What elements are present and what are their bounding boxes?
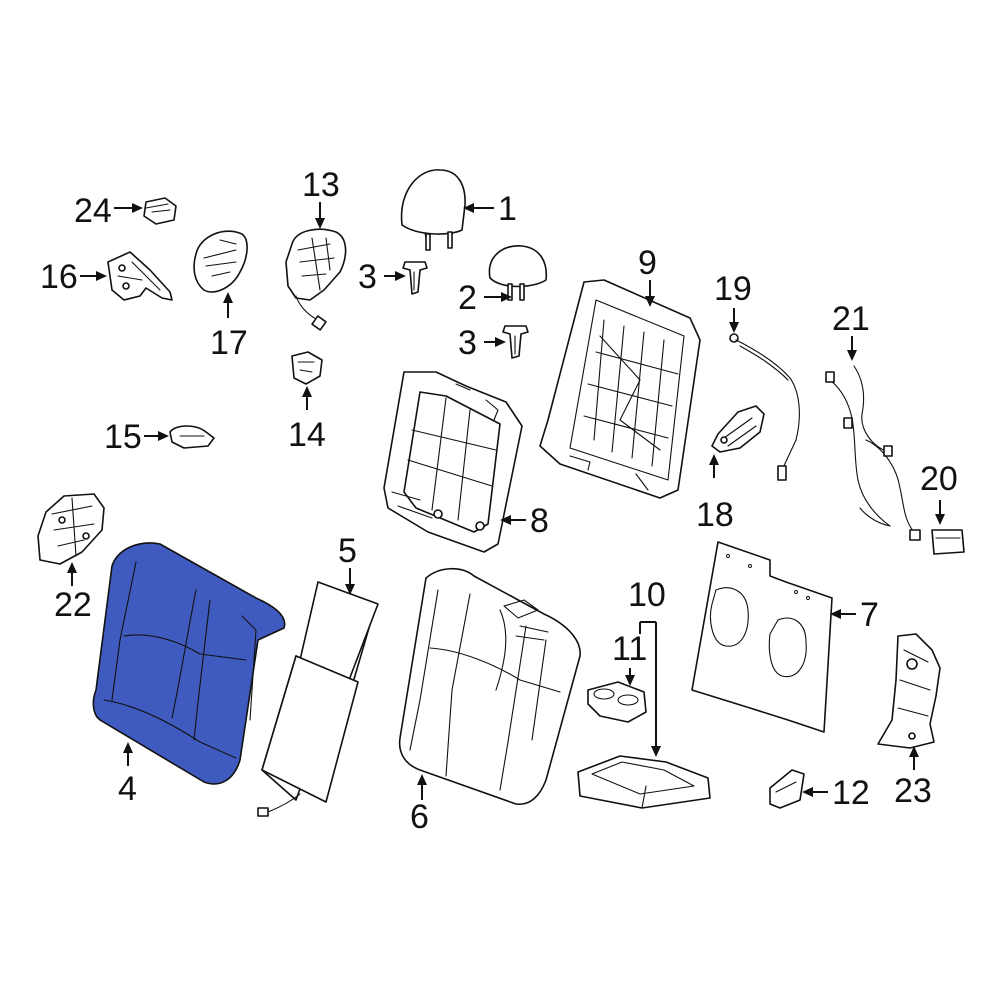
svg-text:16: 16	[40, 258, 78, 296]
svg-text:3: 3	[458, 324, 477, 362]
svg-text:3: 3	[358, 258, 377, 296]
callout-17: 17	[210, 292, 248, 362]
callout-14: 14	[288, 386, 326, 454]
part-9-seatback-panel[interactable]	[539, 279, 701, 499]
part-3-guide-lower[interactable]	[502, 325, 529, 359]
part-4-seatback-cover[interactable]	[92, 542, 286, 785]
svg-text:7: 7	[860, 596, 879, 634]
callout-2: 2	[458, 279, 512, 317]
callout-4: 4	[118, 742, 137, 808]
callout-6: 6	[410, 774, 429, 836]
svg-text:23: 23	[894, 772, 932, 810]
svg-text:18: 18	[696, 496, 734, 534]
part-19-cable[interactable]	[729, 333, 800, 481]
callout-11: 11	[612, 630, 647, 686]
svg-text:8: 8	[530, 502, 549, 540]
part-12-trim[interactable]	[769, 769, 805, 809]
svg-text:5: 5	[338, 532, 357, 570]
svg-text:20: 20	[920, 460, 958, 498]
part-10-armrest[interactable]	[577, 755, 711, 809]
callout-15: 15	[104, 418, 169, 456]
callout-23: 23	[894, 746, 932, 810]
callout-1: 1	[463, 190, 517, 228]
part-2-headrest[interactable]	[488, 245, 548, 301]
svg-text:15: 15	[104, 418, 142, 456]
svg-text:4: 4	[118, 770, 137, 808]
part-16-hinge-bracket[interactable]	[107, 251, 173, 301]
callout-7: 7	[830, 596, 879, 634]
part-15-cap[interactable]	[169, 425, 215, 449]
part-24-clip[interactable]	[143, 197, 177, 225]
svg-text:14: 14	[288, 416, 326, 454]
svg-text:11: 11	[612, 630, 647, 668]
svg-text:17: 17	[210, 324, 248, 362]
svg-text:12: 12	[832, 774, 870, 812]
callout-8: 8	[500, 502, 549, 540]
svg-text:2: 2	[458, 279, 477, 317]
svg-text:10: 10	[628, 576, 666, 614]
svg-text:1: 1	[498, 190, 517, 228]
part-23-side-bracket[interactable]	[877, 633, 941, 749]
svg-text:24: 24	[74, 192, 112, 230]
part-18-actuator[interactable]	[711, 405, 765, 453]
callout-12: 12	[802, 774, 870, 812]
part-13-latch[interactable]	[285, 228, 347, 331]
callout-18: 18	[696, 454, 734, 534]
callout-24: 24	[74, 192, 143, 230]
part-20-connector[interactable]	[931, 529, 965, 555]
part-3-guide-upper[interactable]	[402, 261, 428, 295]
part-6-seatback-pad[interactable]	[398, 567, 581, 805]
part-8-seatback-frame[interactable]	[383, 371, 523, 553]
callout-5: 5	[338, 532, 357, 595]
svg-text:13: 13	[302, 166, 340, 204]
callout-21: 21	[832, 300, 870, 361]
callout-16: 16	[40, 258, 107, 296]
callout-10: 10	[628, 576, 666, 757]
callout-20: 20	[920, 460, 958, 525]
part-5-heater-pad[interactable]	[257, 581, 379, 817]
callout-3-lower: 3	[458, 324, 506, 362]
callout-13: 13	[302, 166, 340, 229]
part-11-cup-holder[interactable]	[587, 681, 647, 723]
svg-text:21: 21	[832, 300, 870, 338]
part-7-back-board[interactable]	[691, 541, 833, 733]
part-22-hinge[interactable]	[37, 493, 105, 565]
part-14-bracket[interactable]	[291, 351, 323, 385]
svg-text:19: 19	[714, 270, 752, 308]
svg-text:22: 22	[54, 586, 92, 624]
callout-9: 9	[638, 244, 657, 307]
part-21-harness[interactable]	[825, 365, 921, 541]
svg-text:6: 6	[410, 798, 429, 836]
svg-text:9: 9	[638, 244, 657, 282]
callout-3-upper: 3	[358, 258, 406, 296]
callout-22: 22	[54, 562, 92, 624]
part-17-recliner-cover[interactable]	[193, 230, 248, 293]
callout-19: 19	[714, 270, 752, 333]
part-1-headrest[interactable]	[400, 169, 466, 251]
